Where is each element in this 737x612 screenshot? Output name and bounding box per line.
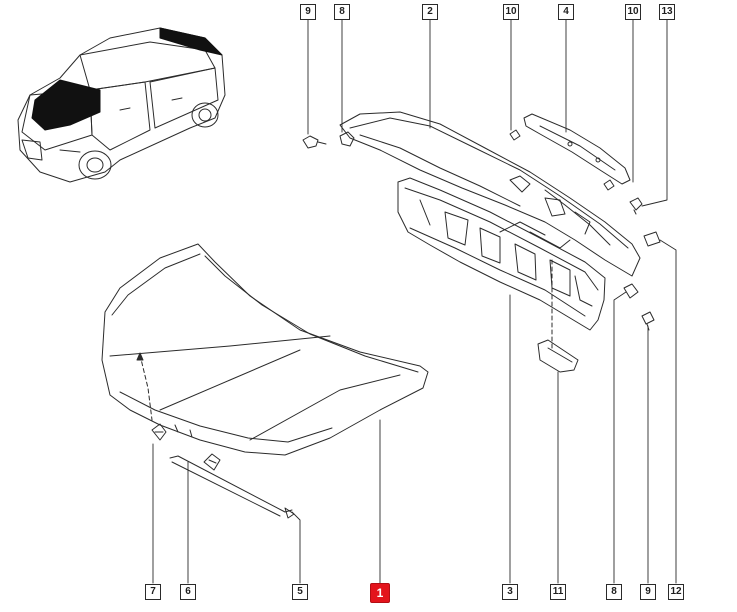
fastener-10-right	[603, 179, 615, 191]
callout-10[interactable]: 10	[503, 4, 519, 20]
callout-12[interactable]: 12	[668, 584, 684, 600]
leader-lines	[152, 19, 677, 584]
callout-5[interactable]: 5	[292, 584, 308, 600]
callout-8[interactable]: 8	[334, 4, 350, 20]
bonnet-lining	[339, 111, 641, 277]
bonnet-inner-panel	[397, 177, 606, 351]
callout-8[interactable]: 8	[606, 584, 622, 600]
prop-rod-clip	[203, 453, 221, 471]
fastener-10-left	[509, 129, 521, 141]
clip-8-top	[339, 131, 355, 147]
callout-6[interactable]: 6	[180, 584, 196, 600]
callout-11[interactable]: 11	[550, 584, 566, 600]
bonnet-panel	[101, 243, 429, 456]
callout-7[interactable]: 7	[145, 584, 161, 600]
callout-9[interactable]: 9	[300, 4, 316, 20]
label-plate-12	[643, 231, 661, 247]
bonnet-hinge	[523, 113, 631, 185]
callout-1-highlighted[interactable]: 1	[370, 583, 390, 603]
callout-3[interactable]: 3	[502, 584, 518, 600]
callout-13[interactable]: 13	[659, 4, 675, 20]
clip-left-9	[302, 135, 327, 149]
bonnet-stop	[151, 423, 167, 441]
vehicle-reference-illustration	[17, 27, 226, 183]
callout-9[interactable]: 9	[640, 584, 656, 600]
clip-8-bottom	[623, 283, 639, 299]
bonnet-prop-rod	[169, 455, 295, 519]
callout-10[interactable]: 10	[625, 4, 641, 20]
seal-strip-11	[537, 339, 579, 373]
callout-2[interactable]: 2	[422, 4, 438, 20]
callout-4[interactable]: 4	[558, 4, 574, 20]
screw-13	[629, 197, 643, 215]
